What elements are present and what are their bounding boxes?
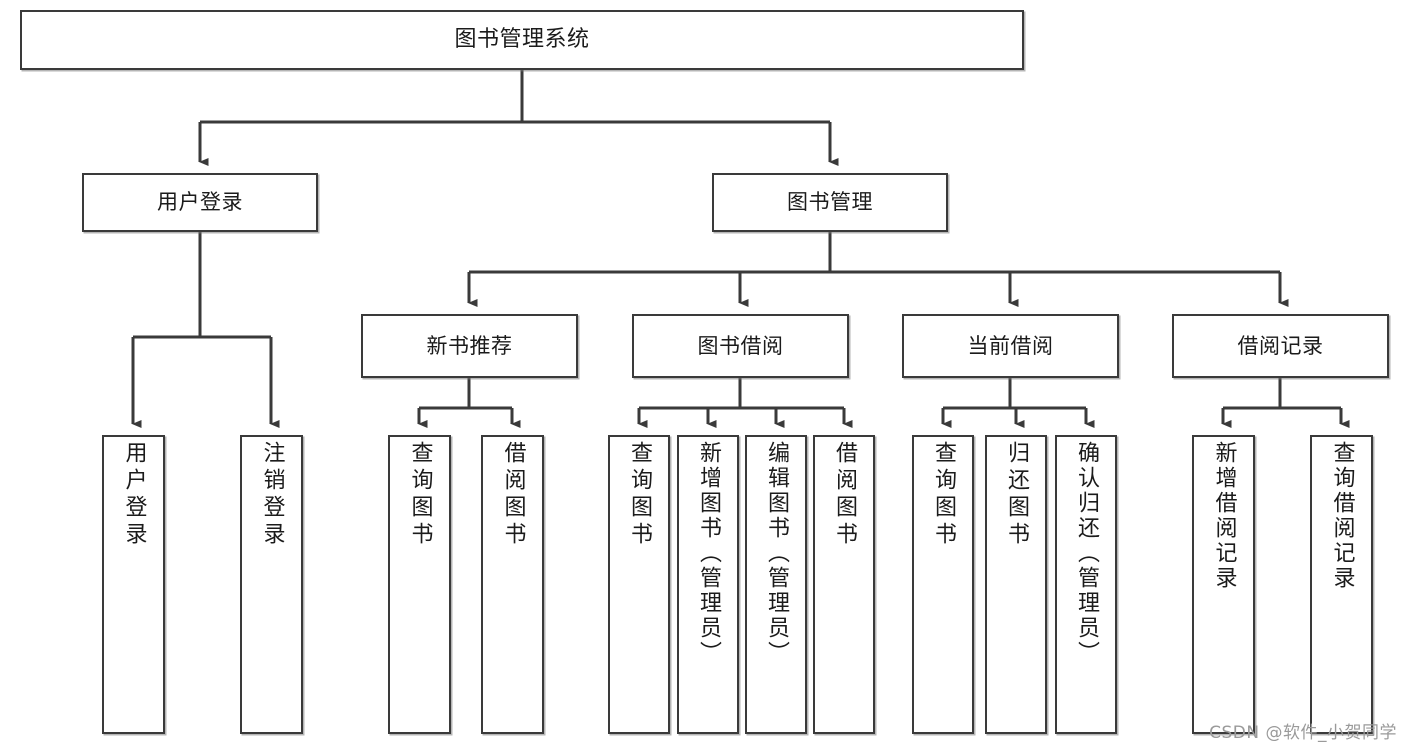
node-label: 新增借阅记录 (1211, 441, 1237, 591)
leaf-node-借阅图书-新书推荐[interactable]: 借阅图书 (481, 435, 544, 734)
leaf-node-注销登录[interactable]: 注销登录 (240, 435, 303, 734)
node-label: 查询图书 (407, 441, 433, 549)
csdn-watermark: CSDN @软件_小贺同学 (1209, 723, 1397, 743)
node-label: 用户登录 (157, 190, 243, 215)
leaf-node-用户登录[interactable]: 用户登录 (102, 435, 165, 734)
leaf-node-归还图书[interactable]: 归还图书 (985, 435, 1047, 734)
node-label: 借阅图书 (500, 441, 526, 549)
node-label: 归还图书 (1004, 441, 1029, 549)
leaf-node-新增借阅记录[interactable]: 新增借阅记录 (1192, 435, 1255, 734)
node-图书借阅[interactable]: 图书借阅 (632, 314, 849, 378)
node-label: 编辑图书（管理员） (764, 441, 789, 666)
node-label: 确认归还（管理员） (1074, 441, 1099, 666)
leaf-node-新增图书管理员[interactable]: 新增图书（管理员） (677, 435, 739, 734)
leaf-node-查询图书-新书推荐[interactable]: 查询图书 (388, 435, 451, 734)
node-用户登录[interactable]: 用户登录 (82, 173, 318, 232)
leaf-node-查询图书-当前借阅[interactable]: 查询图书 (912, 435, 974, 734)
node-借阅记录[interactable]: 借阅记录 (1172, 314, 1389, 378)
node-图书管理[interactable]: 图书管理 (712, 173, 948, 232)
node-label: 图书借阅 (697, 333, 784, 358)
node-label: 注销登录 (259, 441, 285, 549)
leaf-node-确认归还管理员[interactable]: 确认归还（管理员） (1055, 435, 1117, 734)
node-label: 新增图书（管理员） (696, 441, 721, 666)
node-新书推荐[interactable]: 新书推荐 (361, 314, 578, 378)
node-label: 新书推荐 (426, 333, 513, 358)
node-label: 查询借阅记录 (1329, 441, 1355, 591)
node-label: 图书管理 (787, 190, 873, 215)
node-label: 借阅图书 (832, 441, 857, 549)
leaf-node-查询借阅记录[interactable]: 查询借阅记录 (1310, 435, 1373, 734)
leaf-node-编辑图书管理员[interactable]: 编辑图书（管理员） (745, 435, 807, 734)
leaf-node-借阅图书-图书借阅[interactable]: 借阅图书 (813, 435, 875, 734)
node-root-图书管理系统[interactable]: 图书管理系统 (20, 10, 1024, 70)
node-label: 查询图书 (627, 441, 652, 549)
node-label: 当前借阅 (967, 333, 1054, 358)
node-label: 用户登录 (121, 441, 147, 549)
node-label: 查询图书 (931, 441, 956, 549)
node-label: 图书管理系统 (454, 27, 590, 53)
leaf-node-查询图书-图书借阅[interactable]: 查询图书 (608, 435, 670, 734)
node-label: 借阅记录 (1237, 333, 1324, 358)
node-当前借阅[interactable]: 当前借阅 (902, 314, 1119, 378)
